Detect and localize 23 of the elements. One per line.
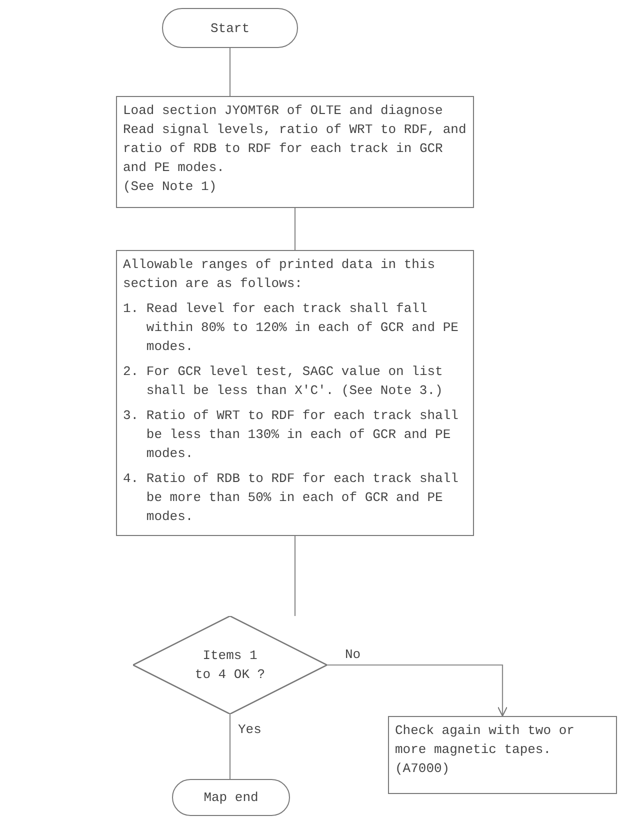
terminal-label: Map end bbox=[204, 789, 258, 807]
process-text: Allowable ranges of printed data in this section are as follows: bbox=[123, 256, 436, 293]
decision-text: Items 1 to 4 OK ? bbox=[194, 647, 266, 684]
arrow bbox=[327, 664, 508, 717]
list-item: 4. Ratio of RDB to RDF for each track shall be more than 50% in each of GCR and PE modes. bbox=[123, 470, 460, 526]
process-text: Load section JYOMT6R of OLTE and diagnose bbox=[123, 102, 444, 120]
process-box bbox=[116, 96, 474, 208]
list-item: 1. Read level for each track shall fall within 80% to 120% in each of GCR and PE modes. bbox=[123, 300, 460, 356]
process-text: (See Note 1) bbox=[123, 178, 218, 196]
connector-line bbox=[294, 208, 296, 250]
terminal-shape bbox=[162, 8, 298, 48]
terminal-label: Start bbox=[210, 20, 250, 38]
process-text: Check again with two or more magnetic tapes. (A7000) bbox=[395, 722, 576, 778]
list-item: 2. For GCR level test, SAGC value on list shall be less than X'C'. (See Note 3.) bbox=[123, 363, 444, 400]
connector-line bbox=[294, 536, 296, 616]
terminal-shape bbox=[172, 779, 290, 816]
list-item: 3. Ratio of WRT to RDF for each track shall be less than 130% in each of GCR and PE modes. bbox=[123, 407, 460, 463]
process-box bbox=[116, 250, 474, 536]
connector-line bbox=[229, 714, 231, 779]
connector-line bbox=[229, 48, 231, 96]
decision-diamond bbox=[133, 616, 327, 714]
process-text: Read signal levels, ratio of WRT to RDF, and ratio of RDB to RDF for each track in GCR and PE modes. bbox=[123, 121, 467, 177]
process-box bbox=[388, 716, 617, 794]
